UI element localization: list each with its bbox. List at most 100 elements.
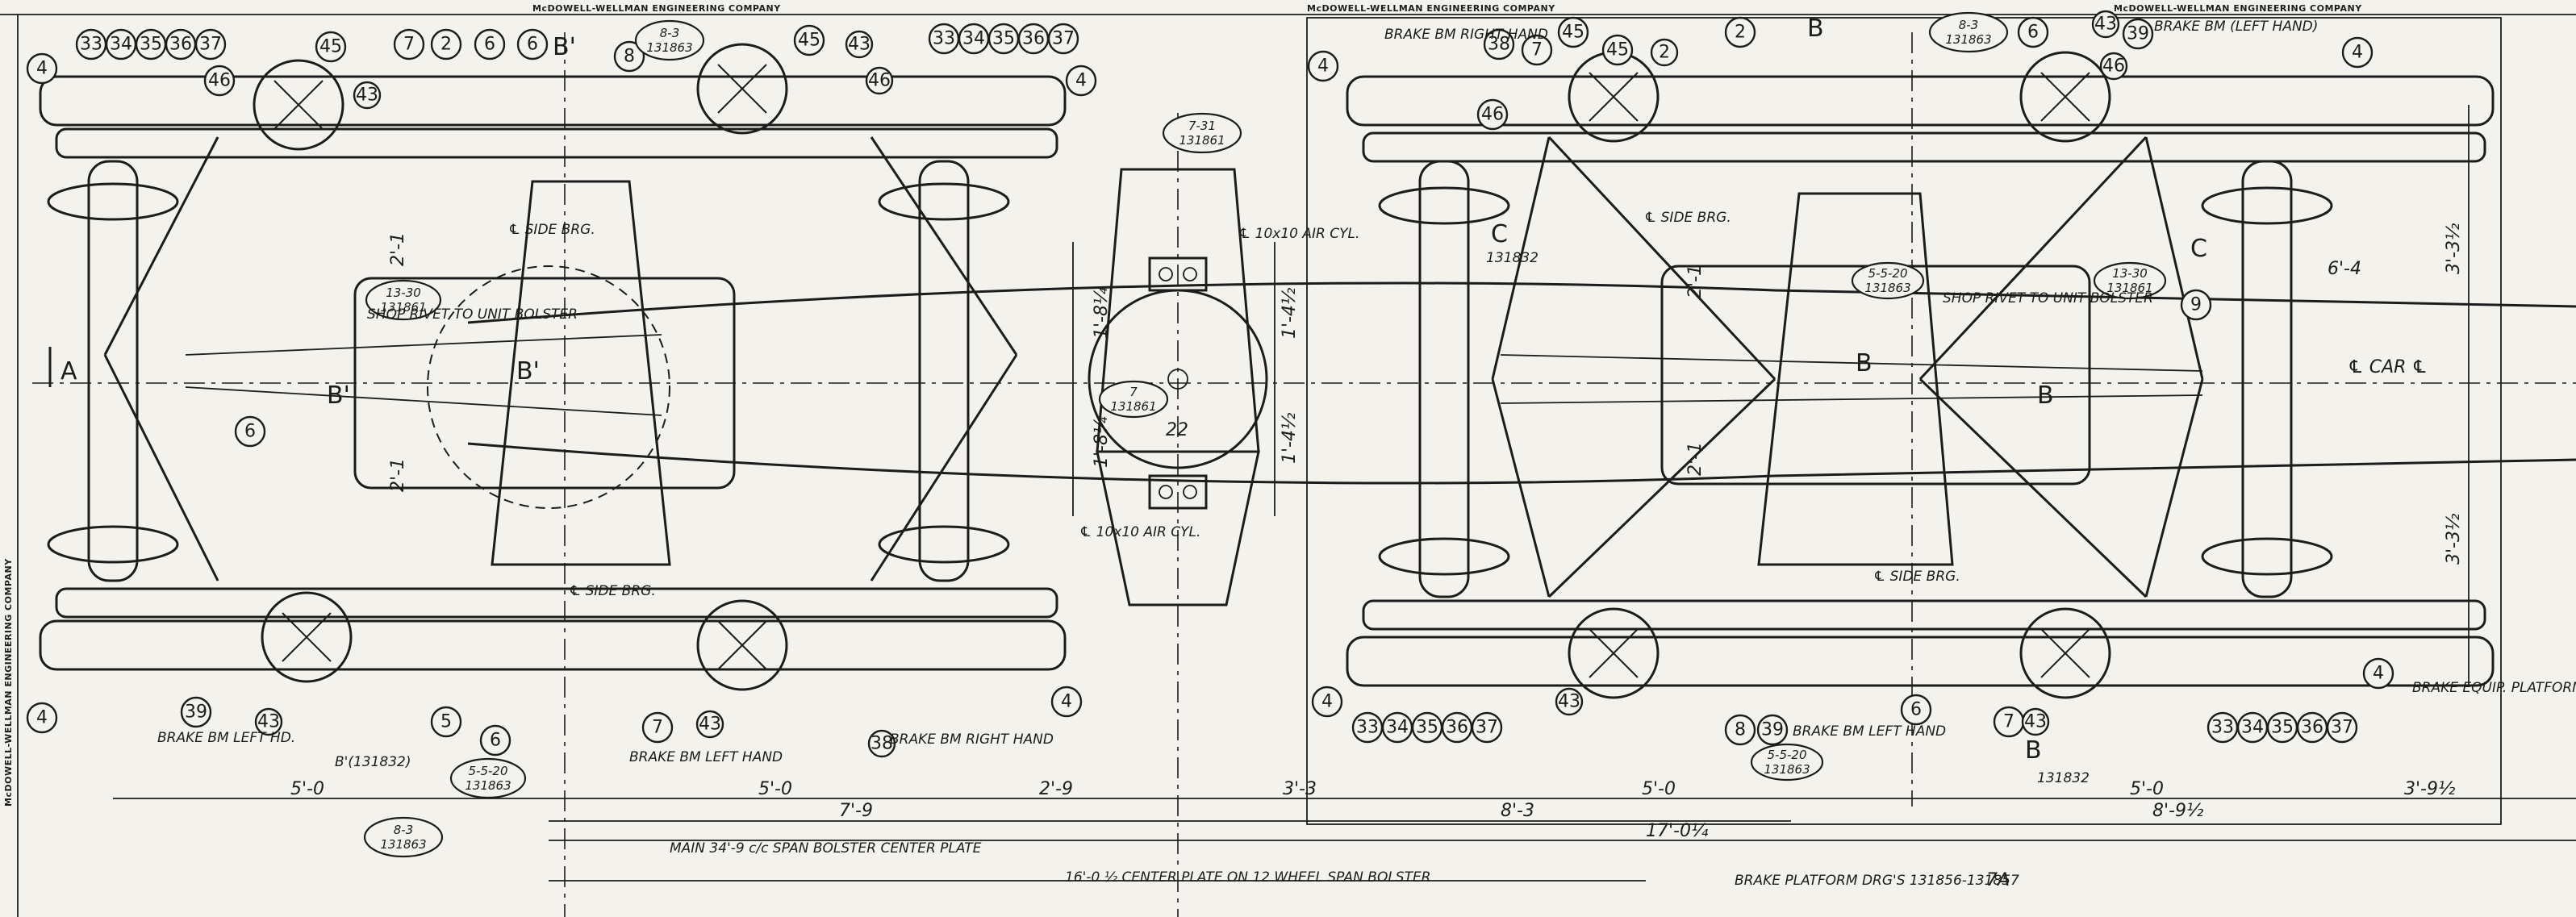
svg-text:7: 7 xyxy=(652,718,663,738)
left-journal-1 xyxy=(253,59,344,151)
dim-7-9: 7'-9 xyxy=(839,801,873,821)
section-b-prime-left: B' xyxy=(327,381,350,410)
air-cyl-bracket-lower xyxy=(1096,450,1260,606)
bubble-l33: 4 xyxy=(26,702,58,734)
bubble-l23: 46 xyxy=(865,66,894,95)
dim-5-0-right2: 5'-0 xyxy=(2130,779,2164,799)
svg-text:43: 43 xyxy=(848,35,870,55)
svg-text:43: 43 xyxy=(699,715,721,735)
section-b-prime-center: B' xyxy=(516,357,540,386)
svg-text:5-5-20: 5-5-20 xyxy=(469,764,508,778)
bubble-l13: 8 xyxy=(613,40,645,73)
bubble-r16: 33 xyxy=(1351,711,1384,744)
dim-1-4-half-bot: 1'-4½ xyxy=(1280,413,1300,464)
bubble-l2: 34 xyxy=(105,28,137,60)
right-brake-frame xyxy=(1757,192,1954,566)
bubble-l1: 33 xyxy=(75,28,107,60)
dim-3-3-half-top: 3'-3½ xyxy=(2444,223,2464,274)
label-brake-bm-right-hand-top: BRAKE BM RIGHT HAND xyxy=(1384,27,1548,43)
bubble-l20: 36 xyxy=(1017,23,1050,55)
section-marks: A B' B' B' B B B B 131832 C 131832 C B'(… xyxy=(48,15,2207,786)
svg-text:34: 34 xyxy=(1386,718,1409,738)
bubble-r20: 37 xyxy=(1471,711,1503,744)
bubble-l15: 45 xyxy=(793,24,825,56)
svg-text:35: 35 xyxy=(2271,718,2294,738)
label-main-bolster: MAIN 34'-9 c/c SPAN BOLSTER CENTER PLATE xyxy=(670,840,982,857)
bubble-l25: 39 xyxy=(180,696,212,728)
bubble-l28: 6 xyxy=(479,724,511,757)
svg-text:38: 38 xyxy=(1488,35,1510,55)
svg-text:4: 4 xyxy=(36,708,48,728)
right-journal-2 xyxy=(2019,51,2111,143)
bubble-r25: 7 xyxy=(1993,706,2025,738)
bubble-r27: 33 xyxy=(2207,711,2239,744)
left-wheel-3a xyxy=(878,182,1010,221)
air-cyl-bottom-mount xyxy=(1148,474,1208,510)
right-axle-1 xyxy=(1418,160,1470,598)
car-lower-line xyxy=(467,442,2576,485)
svg-text:46: 46 xyxy=(868,71,891,91)
section-b-center: B xyxy=(1856,349,1873,377)
dim-8-9-half: 8'-9½ xyxy=(2152,801,2203,821)
dim-2-1-b: 2'-1 xyxy=(388,458,408,492)
bubble-r23: 39 xyxy=(1756,714,1789,746)
bubble-l27: 5 xyxy=(430,706,462,738)
header-company-left: McDOWELL-WELLMAN ENGINEERING COMPANY xyxy=(532,3,781,14)
section-b-right: B xyxy=(2037,381,2054,410)
label-brake-bm-left-hand: BRAKE BM LEFT HAND xyxy=(629,749,783,765)
bubble-l12: 43 xyxy=(353,81,382,110)
bubble-l31: 38 xyxy=(867,729,896,758)
svg-text:38: 38 xyxy=(870,734,893,754)
dim-2-1-c: 2'-1 xyxy=(1685,265,1706,298)
svg-text:45: 45 xyxy=(1606,40,1629,60)
bubble-l11: 46 xyxy=(203,65,236,97)
svg-text:8: 8 xyxy=(624,47,635,67)
right-top-side-frame xyxy=(1346,75,2495,127)
dim-17-0-quarter: 17'-0¼ xyxy=(1646,821,1709,841)
svg-text:45: 45 xyxy=(798,31,820,51)
svg-text:43: 43 xyxy=(1558,692,1580,712)
svg-text:4: 4 xyxy=(2373,664,2384,684)
bubble-l16: 43 xyxy=(845,30,874,59)
bubble-r12: 4 xyxy=(1307,50,1339,82)
bubble-r13: 4 xyxy=(2341,36,2374,69)
svg-text:2: 2 xyxy=(1735,23,1746,43)
svg-text:37: 37 xyxy=(2331,718,2353,738)
left-journal-3 xyxy=(261,591,353,683)
dimension-lines xyxy=(113,105,2576,882)
bubble-l22: 4 xyxy=(1065,65,1097,97)
bubble-l6: 45 xyxy=(315,31,347,63)
label-shop-rivet-right: SHOP RIVET TO UNIT BOLSTER xyxy=(1943,290,2153,306)
labels: SHOP RIVET TO UNIT BOLSTER SHOP RIVET TO… xyxy=(157,19,2576,890)
svg-text:46: 46 xyxy=(1481,105,1504,125)
bubble-r5: 2 xyxy=(1724,16,1756,48)
label-side-brg-3: ℄ SIDE BRG. xyxy=(1644,210,1731,226)
svg-text:43: 43 xyxy=(2094,15,2117,35)
left-axle-1 xyxy=(87,160,139,582)
svg-text:4: 4 xyxy=(2352,43,2363,63)
svg-text:43: 43 xyxy=(356,85,378,106)
svg-text:131861: 131861 xyxy=(2106,281,2152,295)
label-sheet-number: 7A xyxy=(1986,870,2010,890)
svg-text:13-30: 13-30 xyxy=(386,286,421,300)
svg-text:37: 37 xyxy=(1052,29,1075,49)
dim-8-3: 8'-3 xyxy=(1501,801,1534,821)
bubble-l10: 4 xyxy=(26,52,58,85)
svg-text:36: 36 xyxy=(1446,718,1468,738)
label-brake-bm-left-hand-top: BRAKE BM (LEFT HAND) xyxy=(2154,19,2318,35)
bubble-r3: 45 xyxy=(1557,16,1589,48)
bubble-r30: 36 xyxy=(2296,711,2328,744)
bubble-l3: 35 xyxy=(135,28,167,60)
svg-text:131863: 131863 xyxy=(465,778,511,793)
left-wheel-1b xyxy=(47,525,179,564)
dim-1-8-quarter-bot: 1'-8¼ xyxy=(1092,416,1112,468)
label-brake-equip: BRAKE EQUIP. PLATFORM OUTLINE xyxy=(2412,680,2576,696)
svg-text:35: 35 xyxy=(1416,718,1438,738)
svg-text:33: 33 xyxy=(933,29,955,49)
